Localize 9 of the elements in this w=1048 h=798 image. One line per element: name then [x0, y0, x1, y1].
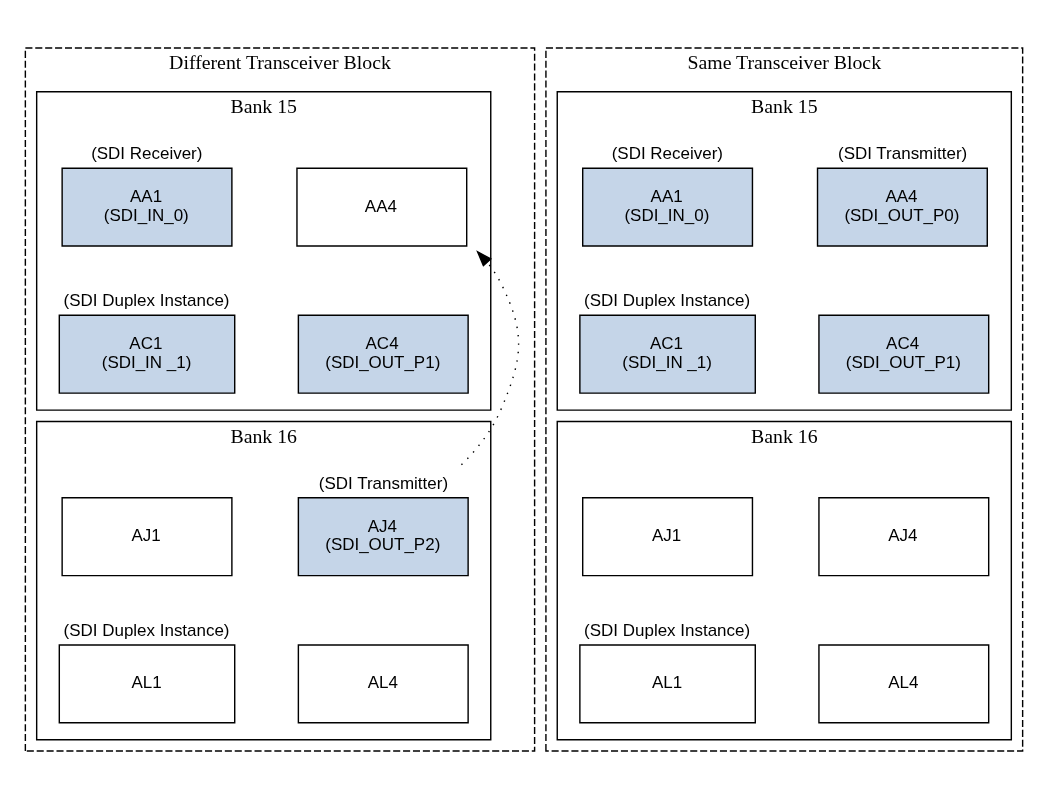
node-label: (SDI Receiver)	[91, 143, 203, 163]
node-label: (SDI Receiver)	[611, 143, 723, 163]
node-label: (SDI Duplex Instance)	[63, 620, 230, 640]
node-label: (SDI Transmitter)	[838, 143, 968, 163]
node-label: (SDI Duplex Instance)	[584, 290, 751, 310]
arrow	[460, 249, 520, 465]
node-label: (SDI Duplex Instance)	[584, 620, 751, 640]
node-label: (SDI Transmitter)	[318, 473, 449, 493]
node-label: (SDI Duplex Instance)	[63, 290, 230, 310]
